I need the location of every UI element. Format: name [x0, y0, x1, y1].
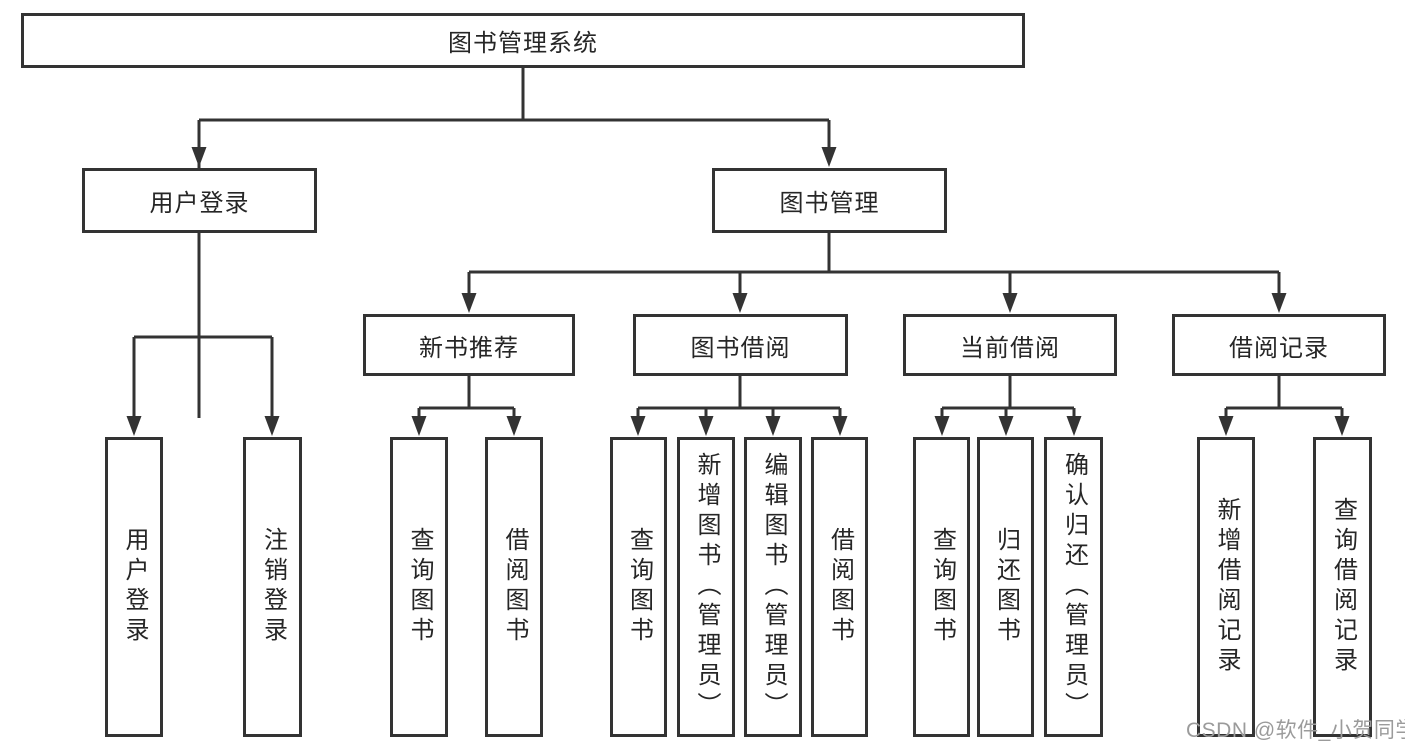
node-current-borrowing: 当前借阅 [903, 314, 1117, 376]
leaf-query-books-borrowing: 查询图书 [610, 437, 667, 737]
leaf-borrow-books: 借阅图书 [811, 437, 868, 737]
leaf-logout: 注销登录 [243, 437, 302, 737]
leaf-add-borrow-record: 新增借阅记录 [1197, 437, 1255, 737]
leaf-confirm-return-admin: 确认归还（管理员） [1044, 437, 1103, 737]
csdn-watermark: CSDN @软件_小贺同学 [1186, 719, 1405, 742]
leaf-add-book-admin: 新增图书（管理员） [677, 437, 735, 737]
leaf-query-borrow-record: 查询借阅记录 [1313, 437, 1372, 737]
leaf-borrow-books-recommend: 借阅图书 [485, 437, 543, 737]
leaf-query-books-current: 查询图书 [913, 437, 970, 737]
node-library-management-system: 图书管理系统 [21, 13, 1025, 68]
node-book-borrowing: 图书借阅 [633, 314, 848, 376]
leaf-return-books: 归还图书 [977, 437, 1034, 737]
node-user-login: 用户登录 [82, 168, 317, 233]
node-new-book-recommendation: 新书推荐 [363, 314, 575, 376]
leaf-user-login: 用户登录 [105, 437, 163, 737]
node-book-management: 图书管理 [712, 168, 947, 233]
node-borrowing-records: 借阅记录 [1172, 314, 1386, 376]
leaf-edit-book-admin: 编辑图书（管理员） [744, 437, 802, 737]
leaf-query-books-recommend: 查询图书 [390, 437, 448, 737]
